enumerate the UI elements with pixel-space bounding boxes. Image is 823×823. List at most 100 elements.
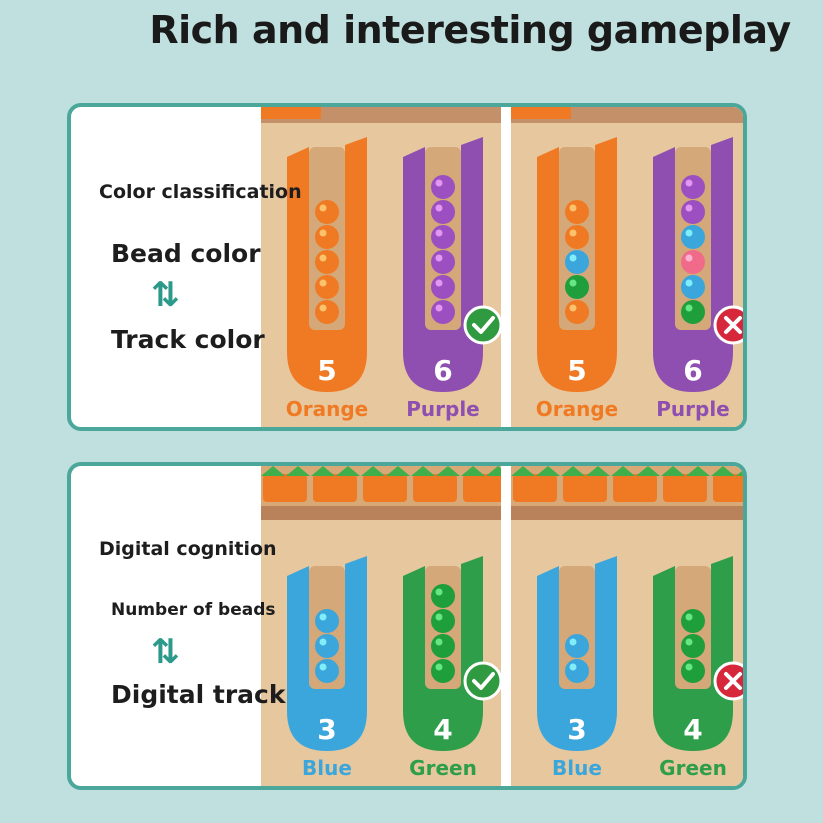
track-number: 4	[433, 713, 452, 746]
bead-pink	[681, 250, 705, 274]
bead-purple	[431, 225, 455, 249]
bead-highlight	[685, 179, 693, 187]
bead-orange	[315, 275, 339, 299]
track-number: 5	[317, 354, 336, 387]
bead-highlight	[569, 279, 577, 287]
track-body	[537, 137, 617, 392]
bead-highlight	[569, 304, 577, 312]
track-number: 3	[317, 713, 336, 746]
bead-highlight	[319, 254, 327, 262]
bead-highlight	[569, 229, 577, 237]
track-name: Blue	[552, 756, 602, 780]
bead-highlight	[569, 204, 577, 212]
track-body	[403, 556, 483, 751]
bead-blue	[565, 659, 589, 683]
rule-line-2: Track color	[111, 325, 265, 354]
bead-highlight	[685, 613, 693, 621]
panel-title: Color classification	[99, 181, 302, 203]
track-number: 4	[683, 713, 702, 746]
bead-highlight	[435, 588, 443, 596]
swap-arrows-icon: ⇅	[151, 275, 180, 315]
track-body	[403, 137, 483, 392]
check-icon	[463, 305, 503, 345]
swap-arrows-icon: ⇅	[151, 632, 180, 672]
track-body	[653, 137, 733, 392]
rule-line-1: Bead color	[111, 239, 261, 268]
track-name: Purple	[406, 397, 480, 421]
bead-highlight	[319, 663, 327, 671]
rule-line-1: Number of beads	[111, 600, 276, 620]
track-number: 6	[433, 354, 452, 387]
track-name: Green	[409, 756, 477, 780]
track-name: Purple	[656, 397, 730, 421]
cross-icon	[713, 661, 743, 701]
bead-orange	[315, 225, 339, 249]
bead-highlight	[435, 179, 443, 187]
bead-orange	[315, 200, 339, 224]
bead-orange	[315, 300, 339, 324]
bead-blue	[681, 275, 705, 299]
bead-highlight	[319, 638, 327, 646]
bead-green	[681, 300, 705, 324]
bead-highlight	[685, 663, 693, 671]
bead-green	[681, 609, 705, 633]
track-body	[287, 137, 367, 392]
bead-highlight	[685, 229, 693, 237]
bead-purple	[431, 200, 455, 224]
bead-highlight	[319, 304, 327, 312]
bead-highlight	[569, 663, 577, 671]
bead-blue	[565, 634, 589, 658]
bead-highlight	[435, 204, 443, 212]
bead-highlight	[685, 254, 693, 262]
bead-highlight	[319, 204, 327, 212]
bead-highlight	[319, 613, 327, 621]
track-body	[537, 556, 617, 751]
bead-highlight	[319, 279, 327, 287]
bead-purple	[431, 275, 455, 299]
bead-highlight	[435, 613, 443, 621]
bead-green	[431, 659, 455, 683]
bead-green	[565, 275, 589, 299]
track-number: 5	[567, 354, 586, 387]
bead-purple	[681, 175, 705, 199]
bead-orange	[565, 300, 589, 324]
bead-green	[681, 659, 705, 683]
bead-highlight	[569, 254, 577, 262]
bead-purple	[431, 300, 455, 324]
bead-blue	[315, 609, 339, 633]
bead-highlight	[685, 304, 693, 312]
track-body	[653, 556, 733, 751]
bead-highlight	[435, 663, 443, 671]
bead-blue	[681, 225, 705, 249]
track-number: 3	[567, 713, 586, 746]
bead-highlight	[435, 304, 443, 312]
bead-orange	[565, 200, 589, 224]
bead-purple	[681, 200, 705, 224]
bead-highlight	[685, 638, 693, 646]
track-body	[287, 556, 367, 751]
headline: Rich and interesting gameplay	[149, 8, 791, 52]
bead-purple	[431, 250, 455, 274]
bead-highlight	[435, 279, 443, 287]
cross-icon	[713, 305, 743, 345]
check-icon	[463, 661, 503, 701]
bead-highlight	[435, 229, 443, 237]
bead-blue	[565, 250, 589, 274]
bead-blue	[315, 634, 339, 658]
track-name: Green	[659, 756, 727, 780]
track-number: 6	[683, 354, 702, 387]
bead-green	[431, 634, 455, 658]
panel-title: Digital cognition	[99, 538, 277, 560]
